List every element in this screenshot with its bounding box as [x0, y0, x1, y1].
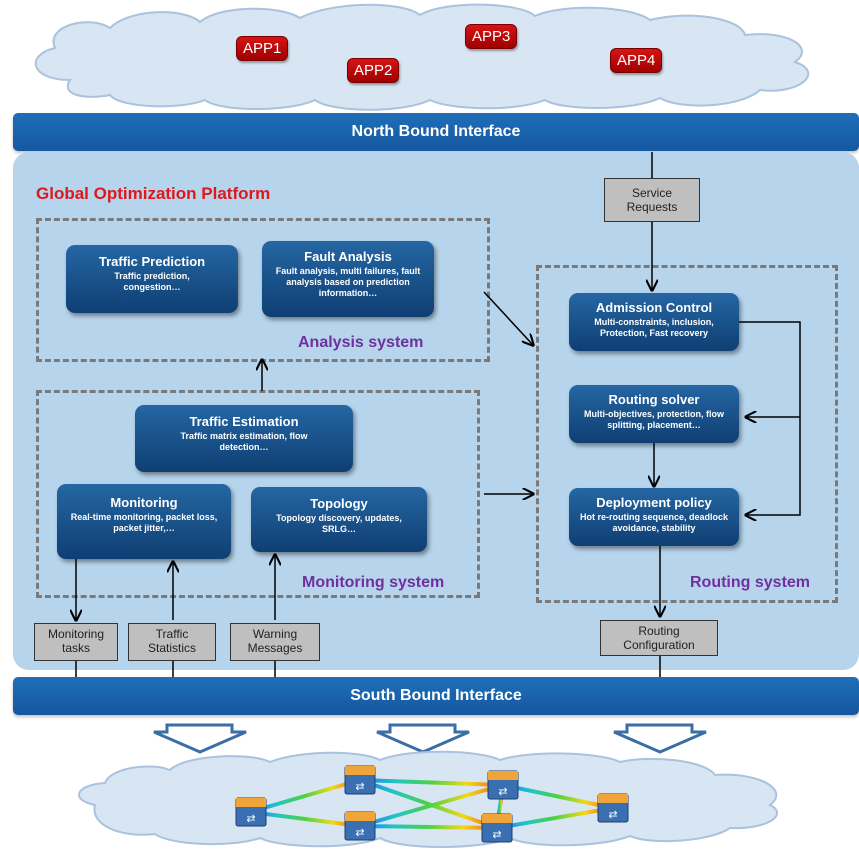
routing-system-region — [536, 265, 838, 603]
down-arrow-icon — [376, 723, 470, 754]
traffic-prediction-title: Traffic Prediction — [98, 254, 206, 269]
routing-system-label: Routing system — [690, 574, 811, 591]
platform-title: Global Optimization Platform — [36, 184, 271, 203]
deployment-policy-title: Deployment policy — [596, 495, 712, 510]
svg-text:⇄: ⇄ — [608, 808, 617, 821]
deployment-policy-desc: Hot re-routing sequence, deadlock avoida… — [579, 512, 729, 533]
down-arrow-icon — [153, 723, 247, 754]
north-bound-interface: North Bound Interface — [13, 113, 859, 151]
router-icon: ⇄ — [235, 797, 267, 827]
svg-text:⇄: ⇄ — [355, 780, 364, 793]
traffic-prediction-desc: Traffic prediction, congestion… — [114, 271, 190, 292]
router-icon: ⇄ — [344, 765, 376, 795]
fault-analysis-title: Fault Analysis — [304, 249, 392, 264]
network-links — [249, 778, 614, 830]
svg-text:⇄: ⇄ — [492, 828, 501, 841]
service-requests-box: Service Requests — [604, 178, 700, 222]
topology-desc: Topology discovery, updates, SRLG… — [276, 513, 402, 534]
traffic-estimation-title: Traffic Estimation — [189, 414, 299, 429]
fault-analysis-module[interactable]: Fault Analysis Fault analysis, multi fai… — [262, 241, 434, 317]
down-arrow-icon — [613, 723, 707, 754]
traffic-estimation-module[interactable]: Traffic Estimation Traffic matrix estima… — [135, 405, 353, 472]
topology-module[interactable]: Topology Topology discovery, updates, SR… — [251, 487, 427, 552]
monitoring-desc: Real-time monitoring, packet loss, packe… — [70, 512, 218, 533]
app3-badge[interactable]: APP3 — [465, 24, 518, 49]
monitoring-tasks-box: Monitoring tasks — [34, 623, 118, 661]
traffic-prediction-module[interactable]: Traffic Prediction Traffic prediction, c… — [66, 245, 238, 313]
routing-solver-module[interactable]: Routing solver Multi-objectives, protect… — [569, 385, 739, 443]
admission-control-title: Admission Control — [595, 300, 713, 315]
admission-control-module[interactable]: Admission Control Multi-constraints, inc… — [569, 293, 739, 351]
traffic-statistics-box: Traffic Statistics — [128, 623, 216, 661]
admission-control-desc: Multi-constraints, inclusion, Protection… — [594, 317, 714, 338]
south-bound-interface: South Bound Interface — [13, 677, 859, 715]
topology-title: Topology — [310, 496, 368, 511]
traffic-estimation-desc: Traffic matrix estimation, flow detectio… — [180, 431, 308, 452]
routing-solver-desc: Multi-objectives, protection, flow split… — [583, 409, 724, 430]
router-icon: ⇄ — [344, 811, 376, 841]
routing-configuration-box: Routing Configuration — [600, 620, 718, 656]
fault-analysis-desc: Fault analysis, multi failures, fault an… — [275, 266, 421, 298]
warning-messages-box: Warning Messages — [230, 623, 320, 661]
router-icon: ⇄ — [597, 793, 629, 823]
bottom-cloud-icon — [78, 750, 778, 848]
monitoring-title: Monitoring — [110, 495, 178, 510]
routing-solver-title: Routing solver — [608, 392, 700, 407]
svg-text:⇄: ⇄ — [355, 826, 364, 839]
monitoring-system-region — [36, 390, 480, 598]
arrow-admission-to-deploy — [739, 321, 801, 515]
monitoring-system-label: Monitoring system — [302, 574, 445, 591]
svg-text:⇄: ⇄ — [246, 812, 255, 825]
deployment-policy-module[interactable]: Deployment policy Hot re-routing sequenc… — [569, 488, 739, 546]
app2-badge[interactable]: APP2 — [347, 58, 400, 83]
router-icon: ⇄ — [481, 813, 513, 843]
app4-badge[interactable]: APP4 — [610, 48, 663, 73]
svg-text:⇄: ⇄ — [498, 785, 507, 798]
analysis-system-label: Analysis system — [298, 334, 424, 351]
app1-badge[interactable]: APP1 — [236, 36, 289, 61]
arrow-analysis-to-routing — [483, 291, 533, 345]
monitoring-module[interactable]: Monitoring Real-time monitoring, packet … — [57, 484, 231, 559]
router-icon: ⇄ — [487, 770, 519, 800]
